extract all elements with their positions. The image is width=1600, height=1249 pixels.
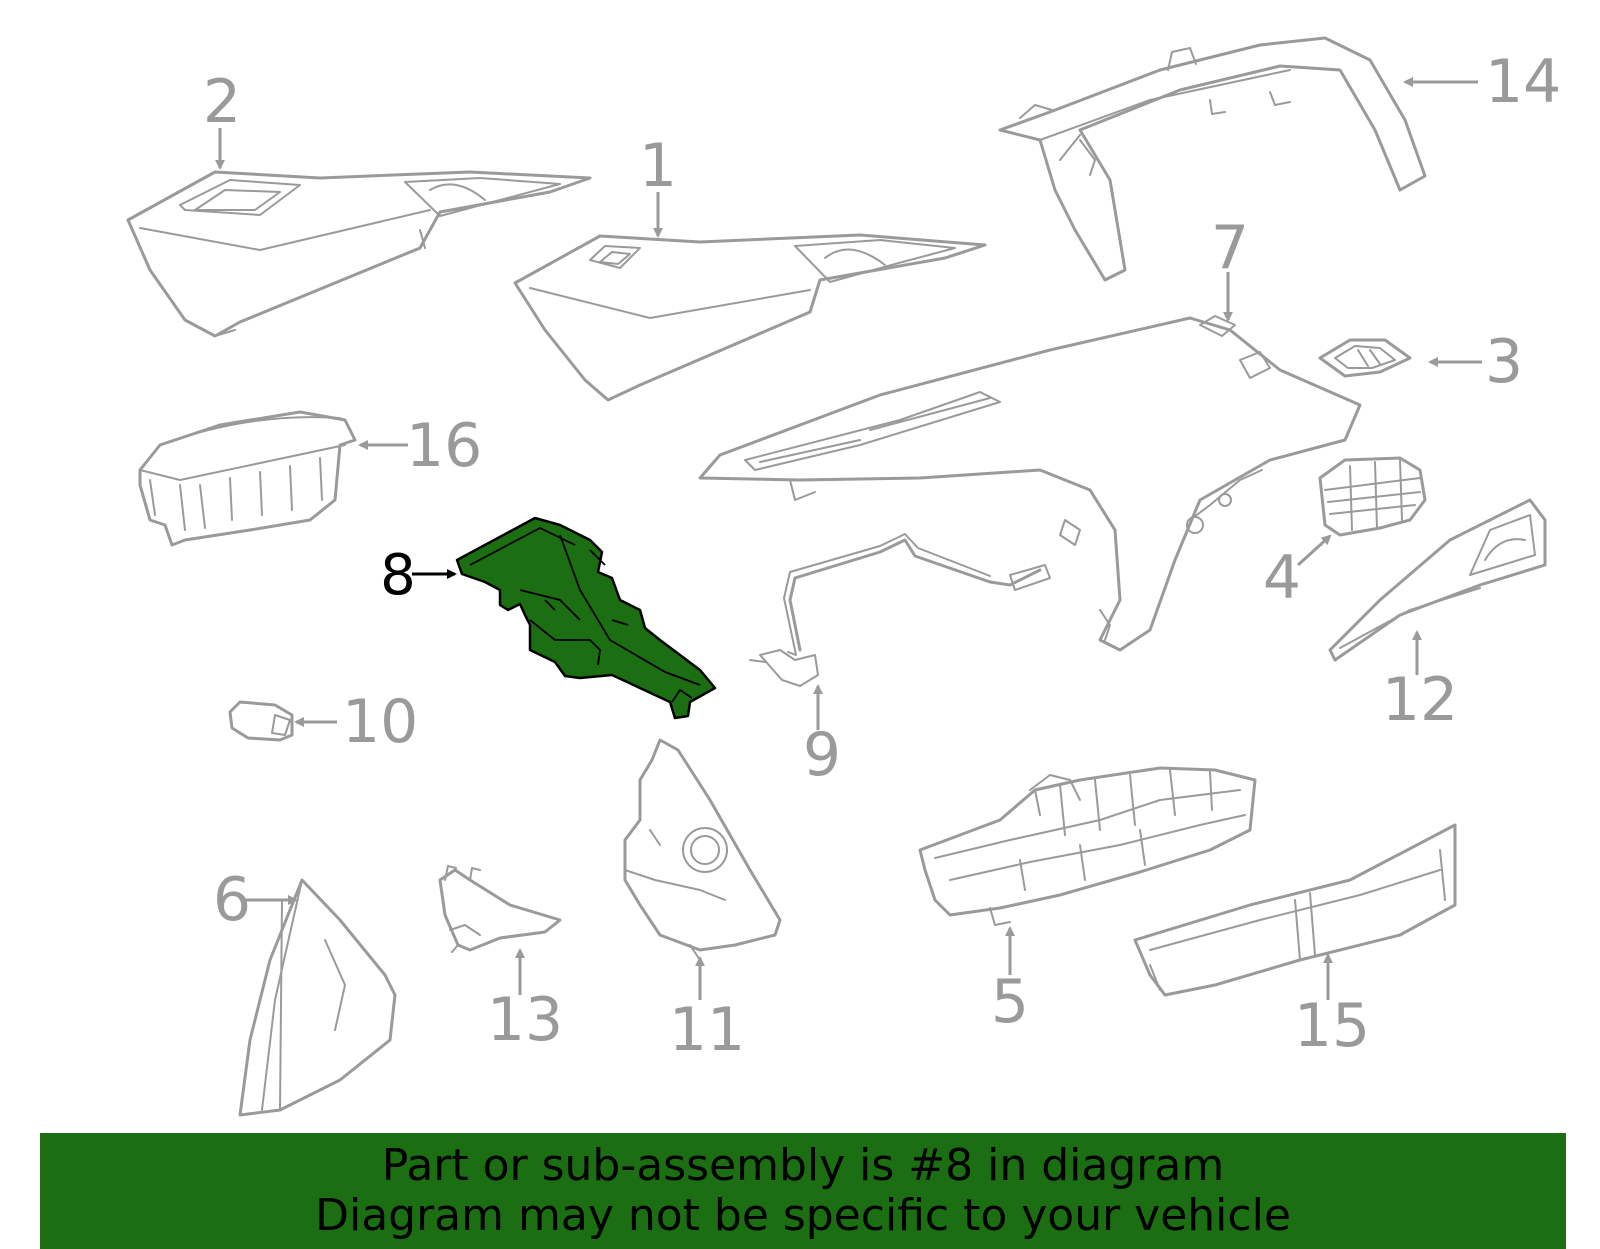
callout-13: 13 (487, 985, 563, 1055)
part-14-bracket-frame[interactable] (998, 36, 1427, 282)
callout-15: 15 (1294, 991, 1370, 1061)
part-8-bracket-highlighted[interactable] (455, 516, 717, 720)
part-12-trim-panel[interactable] (1328, 498, 1547, 662)
callout-7: 7 (1211, 213, 1249, 283)
info-banner: Part or sub-assembly is #8 in diagram Di… (40, 1133, 1566, 1249)
callout-5: 5 (991, 967, 1029, 1037)
callout-10: 10 (342, 687, 418, 757)
part-9-cable[interactable] (749, 533, 1051, 687)
banner-line-part-number: Part or sub-assembly is #8 in diagram (381, 1140, 1225, 1191)
callout-16: 16 (406, 411, 482, 481)
part-6-end-cap[interactable] (238, 878, 397, 1117)
part-2-dash-trim-upper[interactable] (126, 170, 592, 338)
part-16-airbag-module[interactable] (138, 410, 357, 547)
leader-lines (215, 77, 1482, 1000)
callout-1: 1 (639, 131, 677, 201)
callout-11: 11 (669, 995, 745, 1065)
part-11-side-trim[interactable] (623, 738, 782, 961)
callout-6: 6 (213, 865, 251, 935)
callout-3: 3 (1485, 327, 1523, 397)
part-instrument-panel[interactable] (698, 315, 1362, 652)
callout-12: 12 (1382, 665, 1458, 735)
callout-9: 9 (803, 720, 841, 790)
part-15-lower-bezel[interactable] (1133, 823, 1457, 997)
part-5-center-vent[interactable] (918, 766, 1257, 926)
callout-2: 2 (203, 67, 241, 137)
part-4-air-vent[interactable] (1318, 456, 1427, 537)
part-10-switch[interactable] (228, 700, 294, 742)
part-1-dash-trim-upper[interactable] (513, 233, 987, 402)
callout-4: 4 (1263, 543, 1301, 613)
callout-14: 14 (1485, 47, 1561, 117)
callout-8-highlighted: 8 (380, 543, 416, 608)
banner-line-disclaimer: Diagram may not be specific to your vehi… (315, 1190, 1291, 1241)
part-13-bracket-small[interactable] (438, 865, 562, 953)
part-3-vent-bezel[interactable] (1318, 338, 1412, 378)
